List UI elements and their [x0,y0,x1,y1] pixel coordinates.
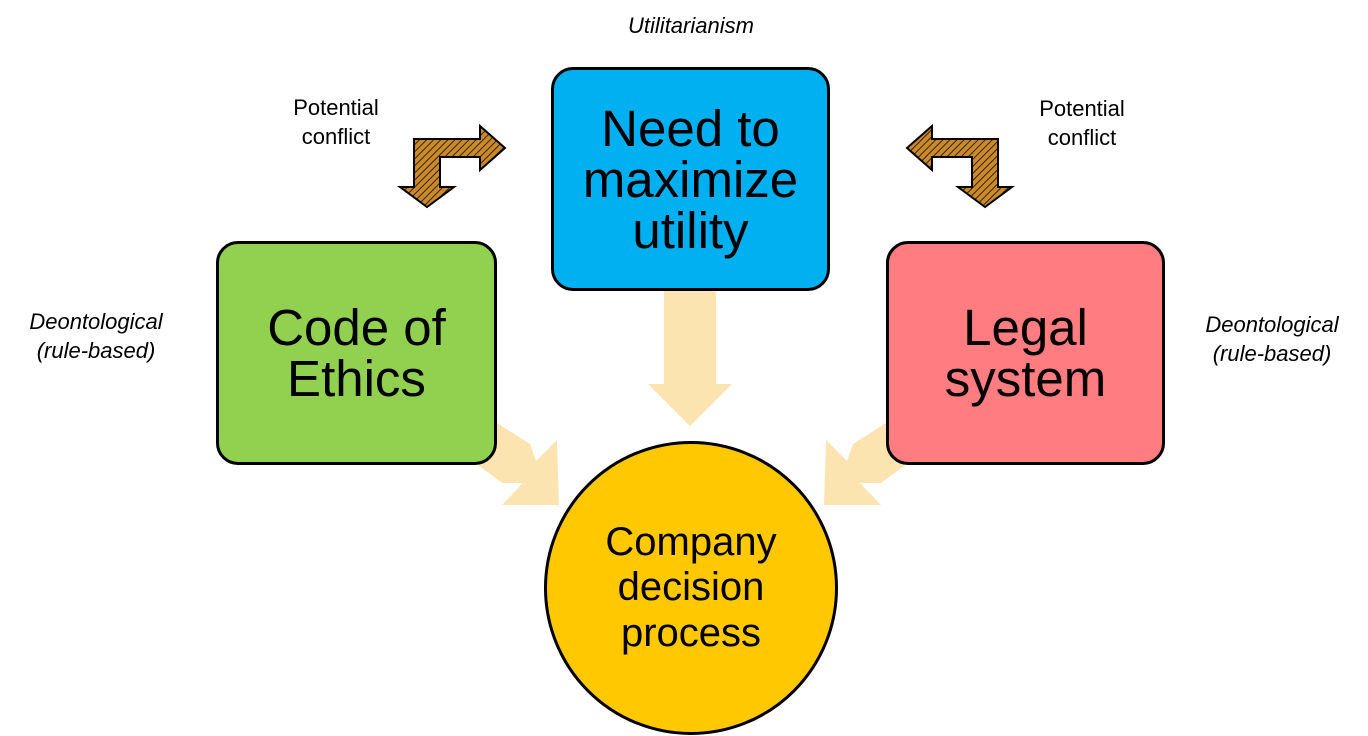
arrow-utility-to-decision [648,291,732,426]
annotation-deontological-left: Deontological (rule-based) [10,307,182,366]
node-ethics-line-1: Code of [267,299,446,356]
arrow-legal-to-decision [824,423,905,505]
node-decision-line-3: process [620,610,762,655]
annotation-deontological-right: Deontological (rule-based) [1186,310,1358,369]
node-legal-system: Legal system [886,241,1165,465]
deont-right-line-2: (rule-based) [1212,341,1332,367]
node-ethics-line-2: Ethics [287,350,426,407]
node-code-of-ethics: Code of Ethics [216,241,497,465]
node-decision-line-2: decision [617,565,765,610]
annotation-potential-conflict-right: Potential conflict [1002,94,1162,153]
deont-left-line-1: Deontological [29,309,163,334]
node-utility-line-3: utility [632,201,749,259]
node-company-decision-process: Company decision process [544,441,838,735]
conflict-left-line-1: Potential [293,95,379,120]
node-utility-label: Need to maximize utility [583,103,798,256]
node-ethics-label: Code of Ethics [267,302,446,404]
conflict-right-line-1: Potential [1039,96,1125,121]
node-need-to-maximize-utility: Need to maximize utility [551,67,830,291]
node-decision-line-1: Company [605,520,777,565]
node-utility-line-2: maximize [582,150,799,208]
arrow-ethics-to-decision [478,423,559,505]
deont-right-line-1: Deontological [1205,312,1339,337]
annotation-potential-conflict-left: Potential conflict [256,93,416,152]
node-legal-line-2: system [944,350,1107,407]
node-legal-label: Legal system [945,302,1107,404]
node-legal-line-1: Legal [963,299,1088,356]
deont-left-line-2: (rule-based) [36,338,156,364]
node-decision-label: Company decision process [605,520,776,656]
conflict-arrow-left [396,123,507,209]
node-utility-line-1: Need to [601,99,780,157]
conflict-left-line-2: conflict [301,124,371,150]
conflict-arrow-right [905,123,1016,209]
conflict-right-line-2: conflict [1047,125,1117,151]
annotation-utilitarianism: Utilitarianism [628,13,754,38]
